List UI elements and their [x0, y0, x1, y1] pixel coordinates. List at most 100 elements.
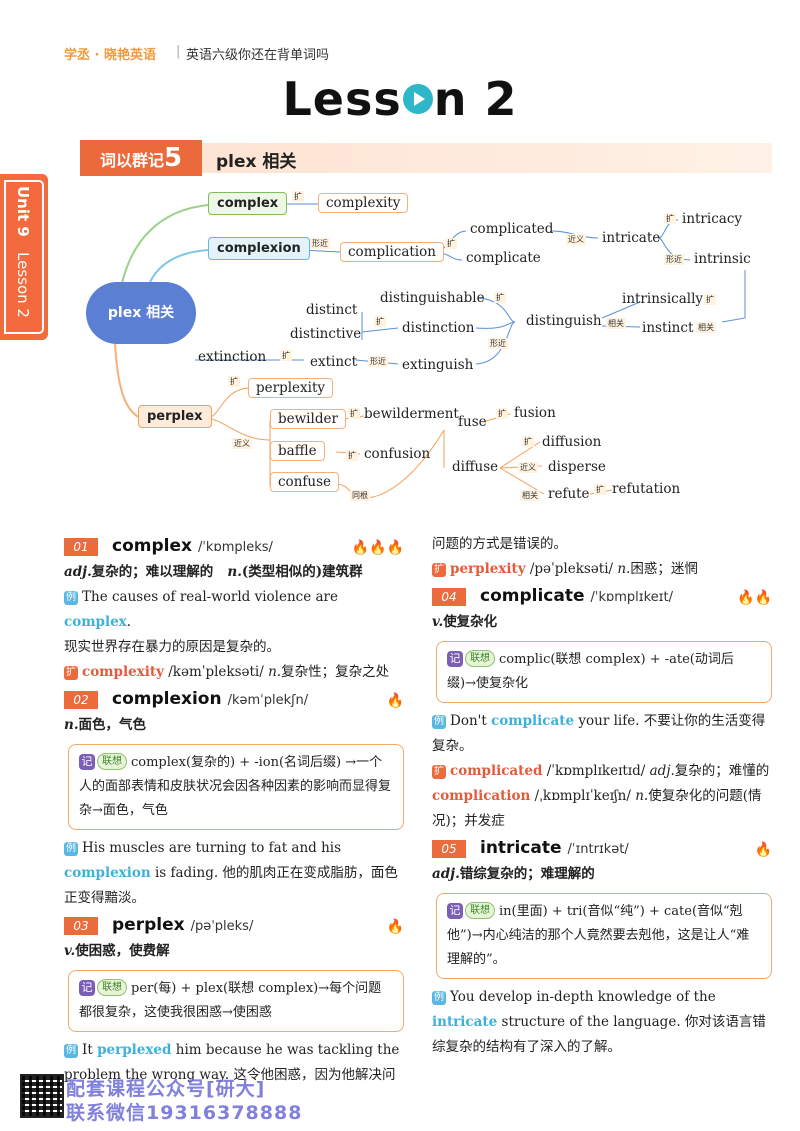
- entry-word: perplex/pəˈpleks/: [112, 913, 253, 939]
- entry-pos: adj.: [64, 564, 92, 580]
- tag-expand: 扩: [346, 450, 358, 461]
- node-refute: refute: [548, 486, 590, 502]
- section-badge: 词以群记5: [80, 140, 202, 176]
- entry-word-text: complex: [112, 536, 192, 556]
- extension-def: 复杂的；难懂的: [674, 763, 770, 779]
- extension-icon: 扩: [432, 765, 446, 779]
- header-separator: |: [176, 44, 181, 59]
- entry-definition: v.使困惑，使费解: [64, 939, 404, 964]
- memory-tag: 联想: [97, 979, 127, 996]
- qr-code-icon[interactable]: [20, 1074, 64, 1118]
- example-text: .: [126, 614, 132, 630]
- node-baffle: baffle: [270, 441, 325, 461]
- example-text: You develop in-depth knowledge of the: [450, 989, 716, 1005]
- memory-icon: 记: [79, 980, 95, 996]
- entry-complex-header: 01 complex/ˈkɒmpleks/ 🔥🔥🔥: [64, 536, 404, 560]
- entry-word-text: complicate: [480, 586, 585, 606]
- example-highlight: complicate: [491, 713, 575, 729]
- frequency-flame-icon: 🔥: [386, 919, 404, 935]
- node-fusion: fusion: [514, 405, 556, 421]
- node-confusion: confusion: [364, 446, 431, 462]
- extension-word: complication: [432, 788, 531, 804]
- node-perplex: perplex: [138, 405, 212, 428]
- entry-word: complicate/ˈkɒmplɪkeɪt/: [480, 584, 673, 610]
- tag-similar-form: 形近: [488, 338, 508, 349]
- tag-expand: 扩: [594, 484, 606, 495]
- example-text: him because he was tackling the problem …: [64, 1042, 400, 1083]
- extension-pos: n.: [268, 664, 282, 680]
- frequency-flame-icon: 🔥🔥: [737, 590, 772, 606]
- tag-related: 相关: [520, 490, 540, 501]
- entry-phonetic: /ˈkɒmplɪkeɪt/: [590, 590, 673, 605]
- entry-definition: adj.复杂的；难以理解的 n.(类型相似的)建筑群: [64, 560, 404, 585]
- extension-word: complexity: [82, 664, 164, 680]
- play-icon[interactable]: [402, 83, 433, 114]
- entry-definition: adj.错综复杂的；难理解的: [432, 862, 772, 887]
- entry-definition: n.面色，气色: [64, 713, 404, 738]
- tag-expand: 扩: [496, 408, 508, 419]
- entry-definition: v.使复杂化: [432, 610, 772, 635]
- entry-word-text: complexion: [112, 689, 222, 709]
- node-bewilderment: bewilderment: [364, 406, 459, 422]
- tag-expand: 扩: [704, 294, 716, 305]
- tag-expand: 扩: [348, 408, 360, 419]
- entry-word: intricate/ˈɪntrɪkət/: [480, 836, 629, 862]
- node-fuse: fuse: [458, 414, 487, 430]
- memory-icon: 记: [79, 754, 95, 770]
- entry-word: complex/ˈkɒmpleks/: [112, 534, 273, 560]
- tag-similar-form: 形近: [664, 254, 684, 265]
- header-brand: 学丞 · 晓艳英语: [64, 48, 156, 63]
- memory-tag: 联想: [97, 753, 127, 770]
- example-icon: 例: [64, 1044, 78, 1058]
- footer-promo-line1: 配套课程公众号[研大]: [66, 1078, 266, 1100]
- node-extinct: extinct: [310, 354, 358, 370]
- extension-def: 复杂性；复杂之处: [281, 664, 390, 680]
- entry-pos: n.: [64, 717, 79, 733]
- frequency-flame-icon: 🔥🔥🔥: [351, 540, 404, 556]
- node-perplexity: perplexity: [248, 378, 334, 398]
- entry-word: complexion/kəmˈplekʃn/: [112, 687, 308, 713]
- unit-side-tab[interactable]: [0, 174, 48, 340]
- node-intricacy: intricacy: [682, 211, 743, 227]
- entry-pos: n.: [227, 564, 242, 580]
- unit-side-tab-border: [4, 180, 44, 334]
- memory-text: complex(复杂的) + -ion(名词后缀) →一个人的面部表情和皮肤状况…: [79, 755, 392, 818]
- entry-word-text: perplex: [112, 915, 185, 935]
- extension-pos: adj.: [649, 763, 675, 779]
- example-icon: 例: [432, 991, 446, 1005]
- entry-def-text: 使困惑，使费解: [75, 943, 170, 959]
- node-confuse: confuse: [270, 472, 339, 492]
- entry-number: 02: [64, 691, 98, 709]
- node-instinct: instinct: [642, 320, 694, 336]
- entry-complicate-header: 04 complicate/ˈkɒmplɪkeɪt/ 🔥🔥: [432, 586, 772, 610]
- entry-def-text: 错综复杂的；难理解的: [459, 866, 595, 882]
- side-tab-lesson: Lesson 2: [14, 252, 32, 318]
- entry-def-text: 面色，气色: [78, 717, 147, 733]
- tag-expand: 扩: [292, 191, 304, 202]
- entry-word-text: intricate: [480, 838, 562, 858]
- node-complicated: complicated: [470, 221, 554, 237]
- extension-def: 困惑；迷惘: [630, 561, 698, 577]
- entry-number: 01: [64, 538, 98, 556]
- extension-word: complicated: [450, 763, 543, 779]
- section-badge-label: 词以群记: [99, 151, 164, 170]
- extension-def: 使复杂化的问题(情况)；并发症: [432, 788, 762, 829]
- tag-expand: 扩: [374, 316, 386, 327]
- node-complexion: complexion: [208, 237, 310, 260]
- entry-number: 03: [64, 917, 98, 935]
- tag-related: 相关: [606, 318, 626, 329]
- left-column: 01 complex/ˈkɒmpleks/ 🔥🔥🔥 adj.复杂的；难以理解的 …: [64, 532, 404, 1088]
- tag-related: 相关: [696, 322, 716, 333]
- entry-number: 04: [432, 588, 466, 606]
- entry-phonetic: /pəˈpleks/: [190, 919, 254, 934]
- entry-def-text: 复杂的；难以理解的: [91, 564, 214, 580]
